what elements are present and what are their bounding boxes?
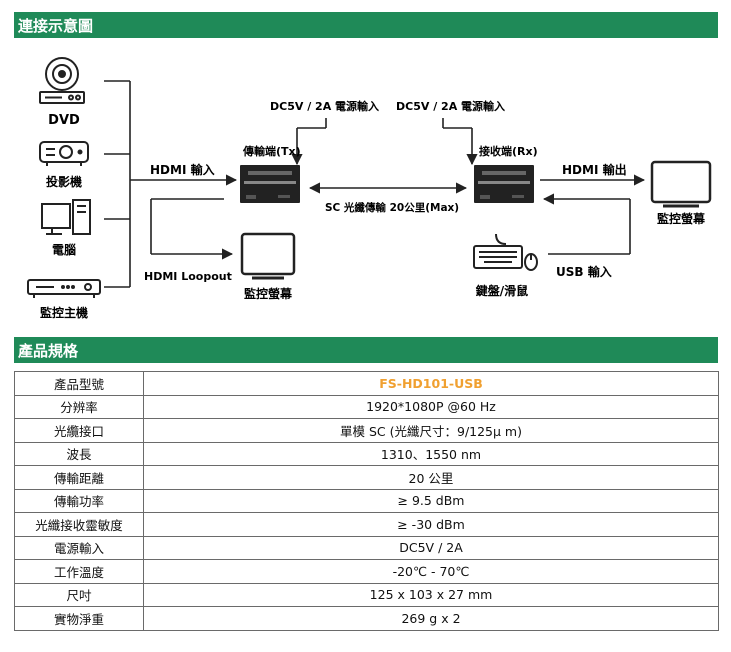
spec-value: 單模 SC (光纖尺寸：9/125μ m) [143, 418, 719, 443]
spec-value: 125 x 103 x 27 mm [143, 582, 719, 607]
spec-key: 產品型號 [14, 371, 144, 396]
spec-value: 1920*1080P @60 Hz [143, 394, 719, 419]
diagram-section-header: 連接示意圖 [14, 12, 718, 38]
spec-value: ≥ -30 dBm [143, 512, 719, 537]
table-row: 傳輸功率≥ 9.5 dBm [14, 488, 719, 513]
spec-value: FS-HD101-USB [143, 371, 719, 396]
loop-monitor-label: 監控螢幕 [244, 286, 293, 301]
spec-key: 波長 [14, 441, 144, 466]
spec-value: 269 g x 2 [143, 606, 719, 631]
spec-key: 傳輸距離 [14, 465, 144, 490]
rx-device [474, 165, 534, 203]
monitor-host-label: 監控主機 [40, 305, 88, 320]
spec-value: ≥ 9.5 dBm [143, 488, 719, 513]
spec-key: 實物淨重 [14, 606, 144, 631]
spec-value: 1310、1550 nm [143, 441, 719, 466]
spec-key: 電源輸入 [14, 535, 144, 560]
spec-key: 工作溫度 [14, 559, 144, 584]
table-row: 光纖接收靈敏度≥ -30 dBm [14, 512, 719, 537]
source-bus-lines [104, 80, 238, 288]
connection-diagram: DVD 投影機 電腦 監控主機 H [27, 57, 712, 320]
usb-in-label: USB 輸入 [556, 264, 612, 279]
computer-label: 電腦 [52, 242, 76, 257]
monitor-icon [240, 232, 296, 280]
spec-value: 20 公里 [143, 465, 719, 490]
keyboard-mouse-icon [473, 233, 538, 271]
spec-key: 尺吋 [14, 582, 144, 607]
projector-label: 投影機 [46, 174, 82, 189]
spec-section-header: 產品規格 [14, 337, 718, 363]
out-monitor-label: 監控螢幕 [657, 211, 706, 226]
spec-key: 分辨率 [14, 394, 144, 419]
dvr-icon [27, 279, 101, 298]
spec-key: 傳輸功率 [14, 488, 144, 513]
table-row: 光纜接口單模 SC (光纖尺寸：9/125μ m) [14, 418, 719, 443]
usb-lines [542, 193, 631, 255]
spec-key: 光纖接收靈敏度 [14, 512, 144, 537]
spec-value: DC5V / 2A [143, 535, 719, 560]
hdmi-in-label: HDMI 輸入 [150, 162, 215, 177]
power-rx-label: DC5V / 2A 電源輸入 [396, 99, 505, 113]
spec-section-title: 產品規格 [18, 342, 79, 360]
power-lines [291, 118, 478, 166]
power-tx-label: DC5V / 2A 電源輸入 [270, 99, 379, 113]
hdmi-out-label: HDMI 輸出 [562, 162, 627, 177]
fiber-label: SC 光纖傳輸 20公里(Max) [325, 201, 459, 214]
loopout-lines [150, 198, 234, 260]
projector-icon [39, 141, 89, 166]
hdmi-loopout-label: HDMI Loopout [144, 270, 232, 283]
dvd-icon [39, 57, 85, 104]
spec-key: 光纜接口 [14, 418, 144, 443]
tx-device [240, 165, 300, 203]
keyboard-mouse-label: 鍵盤/滑鼠 [476, 283, 528, 298]
monitor-icon [650, 160, 712, 208]
diagram-section-title: 連接示意圖 [18, 17, 94, 35]
spec-value: -20℃ - 70℃ [143, 559, 719, 584]
rx-label: 接收端(Rx) [479, 144, 538, 158]
computer-icon [41, 199, 91, 235]
dvd-label: DVD [48, 113, 80, 128]
table-row: 工作溫度-20℃ - 70℃ [14, 559, 719, 584]
tx-label: 傳輸端(Tx) [242, 144, 301, 158]
